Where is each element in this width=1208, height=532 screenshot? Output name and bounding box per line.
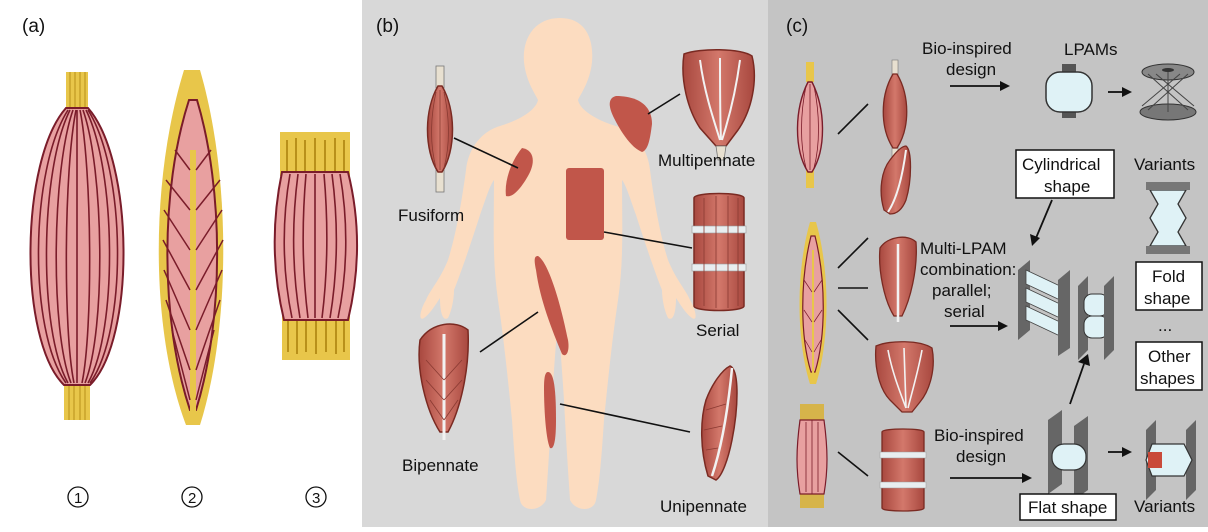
c-serial-muscle bbox=[880, 429, 926, 511]
other-line2: shapes bbox=[1140, 369, 1195, 388]
variants-top-label: Variants bbox=[1134, 155, 1195, 174]
fold-line1: Fold bbox=[1152, 267, 1185, 286]
bio-inspired-top-line2: design bbox=[946, 60, 996, 79]
bipennate-label: Bipennate bbox=[402, 456, 479, 475]
multi-line4: serial bbox=[944, 302, 985, 321]
unipennate-label: Unipennate bbox=[660, 497, 747, 516]
number-1: 1 bbox=[74, 490, 82, 507]
variants-bottom-label: Variants bbox=[1134, 497, 1195, 516]
bio-inspired-bottom-line2: design bbox=[956, 447, 1006, 466]
fold-shape-icon bbox=[1146, 182, 1190, 254]
panel-a-label: (a) bbox=[22, 16, 45, 37]
serial-label: Serial bbox=[696, 321, 739, 340]
multipennate-label: Multipennate bbox=[658, 151, 755, 170]
bio-inspired-bottom-line1: Bio-inspired bbox=[934, 426, 1024, 445]
c-serial-source bbox=[797, 404, 827, 508]
fusiform-label: Fusiform bbox=[398, 206, 464, 225]
fold-line2: shape bbox=[1144, 289, 1190, 308]
cylindrical-line1: Cylindrical bbox=[1022, 155, 1100, 174]
multi-line2: combination: bbox=[920, 260, 1016, 279]
multi-line1: Multi-LPAM bbox=[920, 239, 1007, 258]
flat-shape-label: Flat shape bbox=[1028, 498, 1107, 517]
cylindrical-line2: shape bbox=[1044, 177, 1090, 196]
bio-inspired-top-line1: Bio-inspired bbox=[922, 39, 1012, 58]
serial-location bbox=[566, 168, 604, 240]
number-3: 3 bbox=[312, 490, 320, 507]
panel-b-label: (b) bbox=[376, 16, 399, 37]
multi-line3: parallel; bbox=[932, 281, 992, 300]
other-line1: Other bbox=[1148, 347, 1191, 366]
panel-c-label: (c) bbox=[786, 16, 808, 37]
serial-muscle-icon bbox=[692, 194, 746, 311]
serial-muscle-drawing bbox=[275, 132, 357, 360]
ellipsis: ... bbox=[1158, 316, 1172, 335]
lpams-label: LPAMs bbox=[1064, 40, 1118, 59]
number-2: 2 bbox=[188, 490, 196, 507]
